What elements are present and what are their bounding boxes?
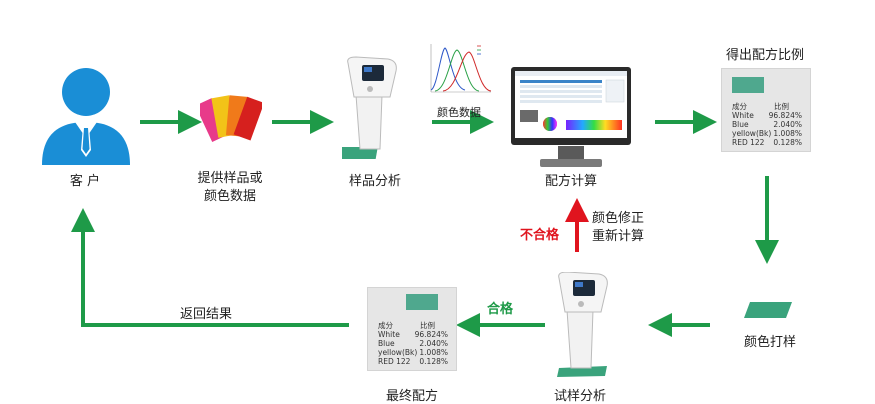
row-name: yellow(Bk): [378, 348, 419, 357]
modify-label-line2: 重新计算: [592, 228, 644, 246]
provide-label-line2: 颜色数据: [180, 188, 280, 206]
row-name: yellow(Bk): [732, 129, 773, 138]
row-value: 2.040%: [419, 339, 448, 348]
row-value: 1.008%: [773, 129, 802, 138]
get-ratio-label: 得出配方比例: [715, 44, 815, 63]
return-result-label: 返回结果: [180, 303, 232, 322]
formula-calc-label: 配方计算: [521, 170, 621, 189]
row-value: 0.128%: [419, 357, 448, 366]
provide-label-line1: 提供样品或: [180, 170, 280, 188]
customer-label: 客 户: [50, 170, 120, 189]
spectrophotometer-trial-icon: [553, 272, 611, 378]
modify-label: 颜色修正 重新计算: [592, 210, 644, 246]
row-value: 96.824%: [769, 111, 802, 120]
color-cards-icon: [200, 90, 262, 148]
provide-label: 提供样品或 颜色数据: [180, 170, 280, 206]
row-name: Blue: [378, 339, 419, 348]
sample-analysis-label: 样品分析: [330, 170, 420, 189]
row-name: RED 122: [378, 357, 419, 366]
row-name: Blue: [732, 120, 773, 129]
spectrophotometer-icon: [342, 55, 400, 160]
row-name: White: [378, 330, 415, 339]
final-color-swatch-icon: [406, 294, 438, 310]
final-formula-label: 最终配方: [362, 385, 462, 404]
ratio-row: yellow(Bk)1.008%: [732, 129, 802, 138]
row-value: 0.128%: [773, 138, 802, 147]
final-row: yellow(Bk)1.008%: [378, 348, 448, 357]
pass-label: 合格: [487, 298, 513, 317]
customer-icon: [40, 60, 132, 165]
row-name: RED 122: [732, 138, 773, 147]
row-value: 2.040%: [773, 120, 802, 129]
row-value: 96.824%: [415, 330, 448, 339]
color-swatch-icon: [732, 77, 764, 93]
trial-analysis-label: 试样分析: [535, 385, 625, 404]
modify-label-line1: 颜色修正: [592, 210, 644, 228]
row-name: White: [732, 111, 769, 120]
row-value: 1.008%: [419, 348, 448, 357]
monitor-icon: [510, 66, 632, 170]
spectral-curve-icon: [425, 40, 495, 98]
fail-label: 不合格: [520, 224, 559, 243]
color-proof-label: 颜色打样: [725, 331, 815, 350]
color-data-label: 颜色数据: [437, 104, 481, 120]
color-proof-swatch-icon: [742, 300, 794, 320]
